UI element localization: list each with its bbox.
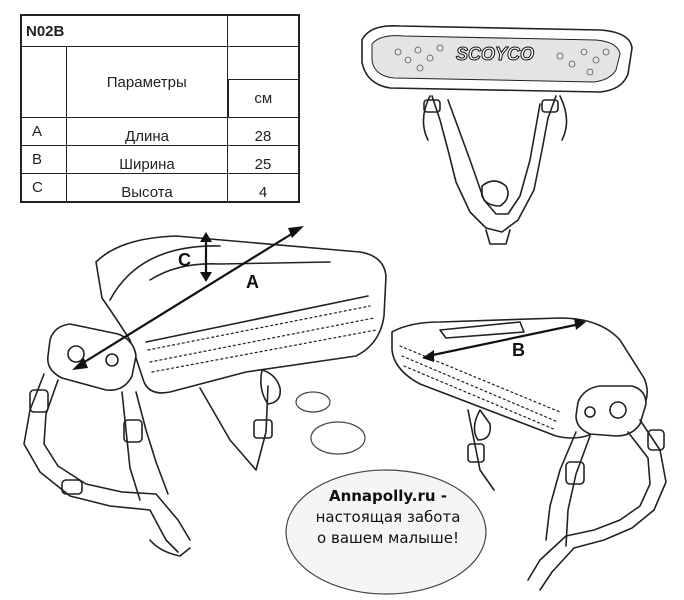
label-c: C <box>178 250 191 270</box>
ad-title: Annapolly.ru - <box>328 487 448 505</box>
row-letter: B <box>20 145 67 174</box>
table-row: B Ширина 25 <box>20 145 300 174</box>
model-name: N02B <box>20 14 228 47</box>
label-a: A <box>246 272 259 292</box>
ad-line-2: о вашем малыше! <box>317 529 459 547</box>
top-view-brace <box>361 24 633 245</box>
table-row: C Высота 4 <box>20 173 300 203</box>
row-name: Высота <box>66 173 228 203</box>
dimension-a-arrow <box>72 226 304 370</box>
row-value: 4 <box>227 173 300 203</box>
ad-line-1: настоящая забота <box>315 508 461 526</box>
table-empty-cell <box>227 45 300 81</box>
dimension-c-arrow <box>200 232 212 282</box>
row-letter: C <box>20 173 67 203</box>
row-value: 25 <box>227 145 300 174</box>
row-name: Длина <box>66 117 228 146</box>
row-name: Ширина <box>66 145 228 174</box>
row-value: 28 <box>227 117 300 146</box>
row-letter: A <box>20 117 67 146</box>
right-brace-view <box>391 317 667 591</box>
unit-header: см <box>226 79 300 118</box>
ad-bubble: Annapolly.ru - настоящая забота о вашем … <box>288 486 488 549</box>
label-b: B <box>512 340 525 360</box>
params-header: Параметры <box>66 46 228 118</box>
table-empty-cell <box>20 46 67 118</box>
brand-logo: SCOYCO <box>456 44 534 64</box>
table-row: A Длина 28 <box>20 117 300 146</box>
spec-table: N02B Параметры см A Длина 28 B Ширина 25… <box>20 14 300 203</box>
dimension-b-arrow <box>422 318 586 362</box>
table-empty-cell <box>227 14 300 47</box>
thought-bubbles <box>285 391 487 595</box>
